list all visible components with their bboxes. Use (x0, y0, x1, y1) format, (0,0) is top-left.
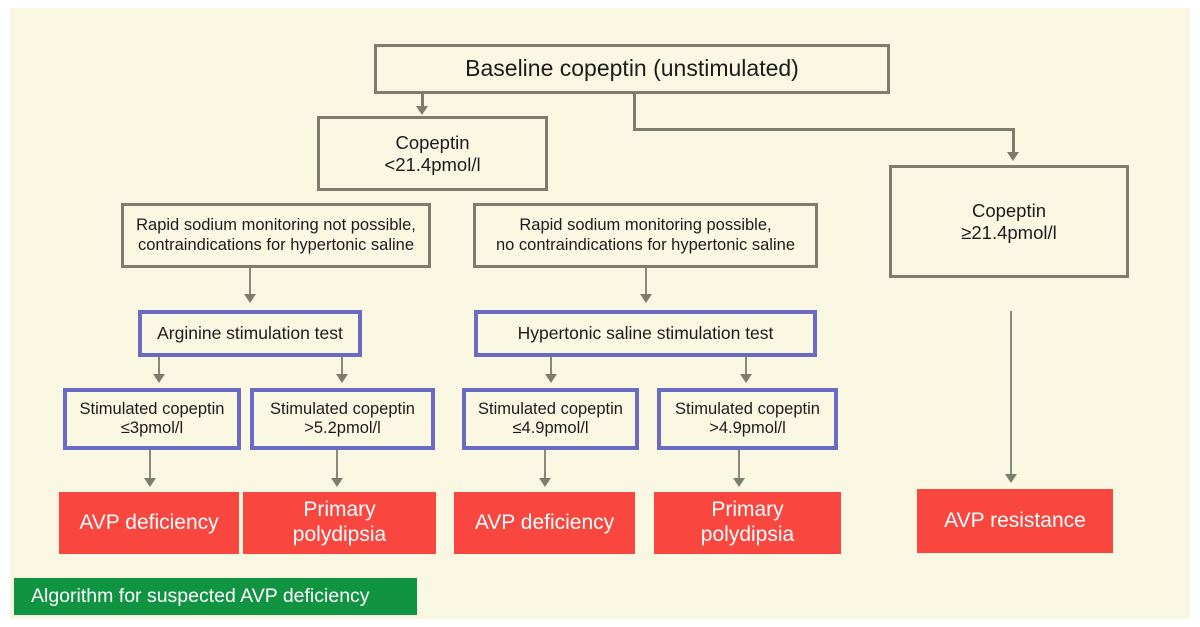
arrowhead-saline-to-sc3 (545, 374, 557, 383)
connector-norapid-to-arginine (249, 260, 251, 296)
connector-baseline-to-low (421, 86, 424, 110)
connector-high-to-result5 (1010, 311, 1012, 476)
connector-arginine-to-sc1 (158, 354, 160, 376)
connector-rapid-to-saline (645, 260, 647, 296)
node-rapid-sodium[interactable]: Rapid sodium monitoring possible, no con… (473, 203, 818, 268)
node-copeptin-high-label: Copeptin ≥21.4pmol/l (961, 199, 1057, 243)
node-copeptin-low[interactable]: Copeptin <21.4pmol/l (317, 116, 548, 191)
node-result-avp-deficiency-2-label: AVP deficiency (474, 510, 615, 534)
connector-saline-to-sc4 (745, 354, 747, 376)
node-stimulated-copeptin-4[interactable]: Stimulated copeptin >4.9pmol/l (657, 388, 838, 450)
connector-saline-to-sc3 (550, 354, 552, 376)
diagram-stage: Baseline copeptin (unstimulated) Copepti… (10, 8, 1190, 619)
figure-caption-banner: Algorithm for suspected AVP deficiency (14, 578, 417, 615)
node-stimulated-copeptin-4-label: Stimulated copeptin >4.9pmol/l (675, 399, 820, 437)
node-stimulated-copeptin-2[interactable]: Stimulated copeptin >5.2pmol/l (250, 388, 435, 450)
node-arginine-stimulation-test-label: Arginine stimulation test (157, 323, 343, 344)
connector-sc1-to-result1 (149, 450, 151, 480)
node-copeptin-low-label: Copeptin <21.4pmol/l (384, 131, 481, 175)
node-baseline-copeptin[interactable]: Baseline copeptin (unstimulated) (374, 44, 890, 94)
node-stimulated-copeptin-1[interactable]: Stimulated copeptin ≤3pmol/l (63, 388, 241, 450)
arrowhead-sc2-to-result2 (331, 478, 343, 487)
connector-baseline-high-seg2 (633, 128, 1015, 131)
node-result-primary-polydipsia-1[interactable]: Primary polydipsia (243, 492, 436, 554)
connector-baseline-high-seg3 (1012, 128, 1015, 156)
connector-arginine-to-sc2 (341, 354, 343, 376)
node-result-primary-polydipsia-2[interactable]: Primary polydipsia (654, 492, 841, 554)
node-stimulated-copeptin-2-label: Stimulated copeptin >5.2pmol/l (270, 399, 415, 437)
arrowhead-baseline-to-high (1007, 152, 1019, 161)
node-stimulated-copeptin-1-label: Stimulated copeptin ≤3pmol/l (79, 399, 225, 437)
node-hypertonic-saline-stimulation-test[interactable]: Hypertonic saline stimulation test (474, 310, 817, 357)
arrowhead-baseline-to-low (416, 106, 428, 115)
node-arginine-stimulation-test[interactable]: Arginine stimulation test (138, 310, 362, 357)
connector-sc2-to-result2 (336, 450, 338, 480)
connector-sc4-to-result4 (738, 450, 740, 480)
node-stimulated-copeptin-3-label: Stimulated copeptin ≤4.9pmol/l (478, 399, 623, 437)
node-no-rapid-sodium-label: Rapid sodium monitoring not possible, co… (136, 216, 416, 254)
node-baseline-copeptin-label: Baseline copeptin (unstimulated) (465, 55, 799, 82)
arrowhead-arginine-to-sc1 (153, 374, 165, 383)
node-no-rapid-sodium[interactable]: Rapid sodium monitoring not possible, co… (121, 203, 431, 268)
arrowhead-high-to-result5 (1005, 474, 1017, 483)
node-result-avp-deficiency-1[interactable]: AVP deficiency (59, 492, 239, 554)
node-result-avp-resistance-label: AVP resistance (944, 508, 1086, 532)
arrowhead-sc1-to-result1 (144, 478, 156, 487)
node-result-avp-deficiency-1-label: AVP deficiency (79, 510, 219, 534)
arrowhead-arginine-to-sc2 (336, 374, 348, 383)
node-result-avp-deficiency-2[interactable]: AVP deficiency (454, 492, 635, 554)
node-result-avp-resistance[interactable]: AVP resistance (917, 489, 1113, 553)
connector-sc3-to-result3 (544, 450, 546, 480)
arrowhead-saline-to-sc4 (740, 374, 752, 383)
node-result-primary-polydipsia-1-label: Primary polydipsia (292, 498, 387, 546)
node-copeptin-high[interactable]: Copeptin ≥21.4pmol/l (889, 165, 1129, 278)
node-stimulated-copeptin-3[interactable]: Stimulated copeptin ≤4.9pmol/l (462, 388, 639, 450)
node-hypertonic-saline-stimulation-test-label: Hypertonic saline stimulation test (517, 323, 774, 344)
node-result-primary-polydipsia-2-label: Primary polydipsia (700, 498, 795, 546)
arrowhead-norapid-to-arginine (244, 294, 256, 303)
figure-caption-text: Algorithm for suspected AVP deficiency (31, 585, 370, 607)
arrowhead-sc3-to-result3 (539, 478, 551, 487)
arrowhead-rapid-to-saline (640, 294, 652, 303)
node-rapid-sodium-label: Rapid sodium monitoring possible, no con… (495, 216, 795, 254)
connector-baseline-high-seg1 (633, 86, 636, 128)
arrowhead-sc4-to-result4 (733, 478, 745, 487)
